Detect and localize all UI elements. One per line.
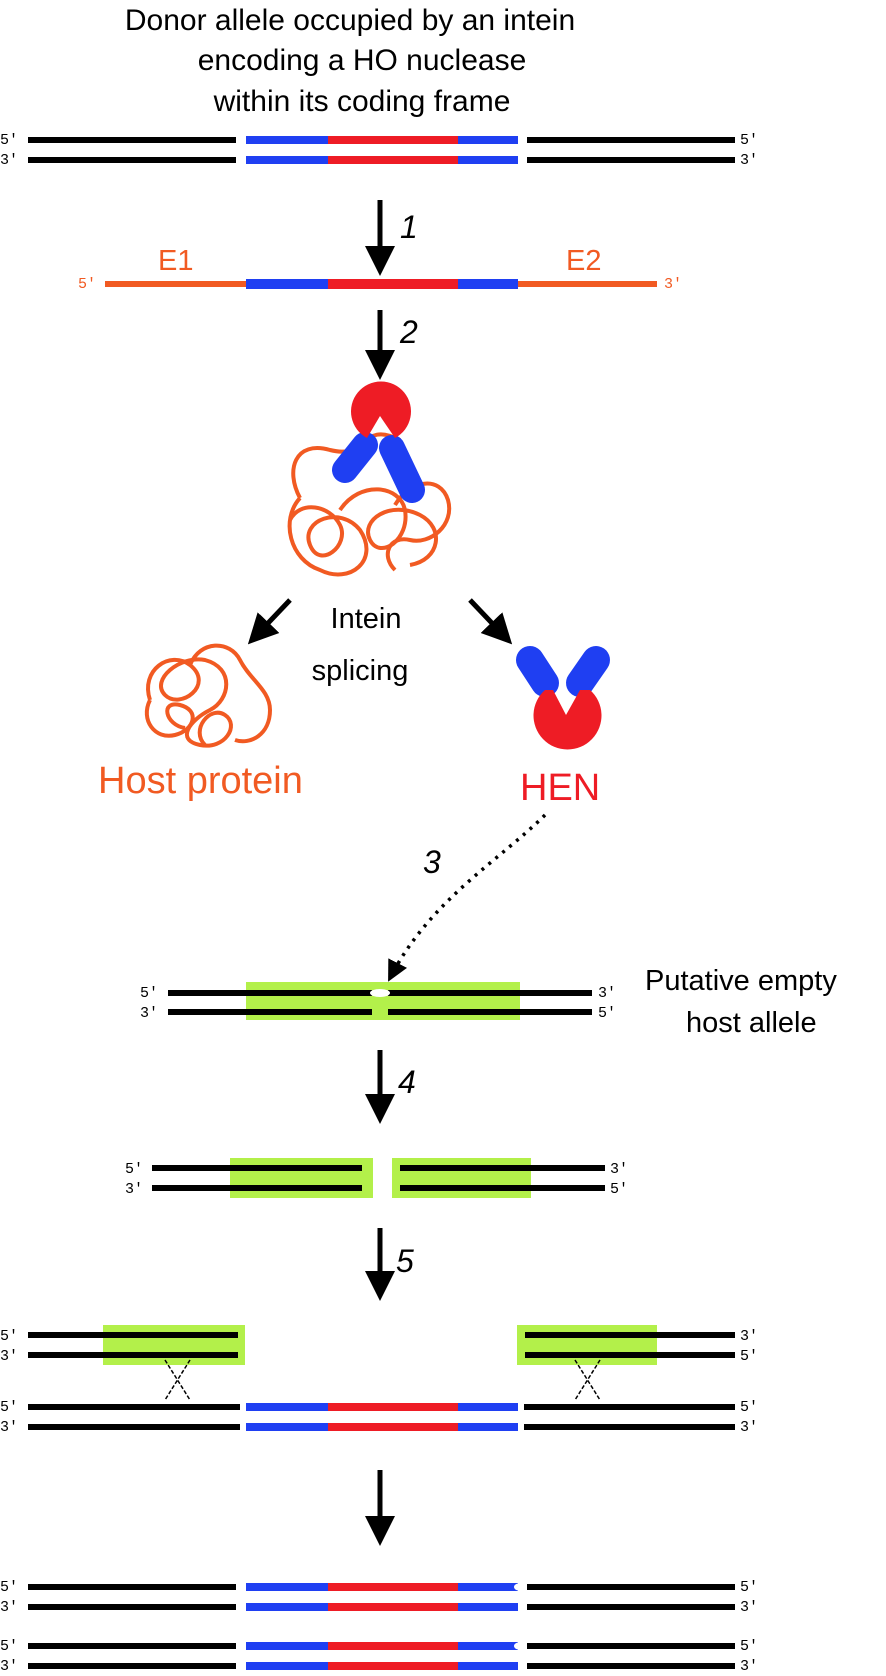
exon-e2-label: E2 [566, 245, 601, 277]
title-line-3: within its coding frame [213, 85, 511, 118]
step-3-number: 3 [423, 844, 441, 880]
end-label-3prime: 3' [125, 1181, 143, 1198]
exon-e1-label: E1 [158, 245, 193, 277]
homology-region [517, 1325, 657, 1365]
end-label-3prime: 3' [740, 1328, 758, 1345]
end-label-5prime: 5' [740, 1579, 758, 1596]
end-label-3prime: 3' [610, 1161, 628, 1178]
splicing-label-line-2: splicing [312, 655, 409, 687]
end-label-5prime: 5' [0, 1399, 18, 1416]
splice-arrow-right [468, 598, 513, 645]
end-label-3prime: 3' [0, 1658, 18, 1675]
end-label-5prime: 5' [0, 1638, 18, 1655]
end-label-5prime: 5' [740, 132, 758, 149]
hen-label: HEN [520, 767, 600, 809]
end-label-3prime: 3' [598, 985, 616, 1002]
step-3-arrow [388, 813, 547, 982]
repaired-site [514, 1642, 528, 1650]
hen-domain [533, 690, 602, 750]
end-label-3prime: 3' [740, 152, 758, 169]
mrna-transcript: 5' 3' E1 E2 [78, 245, 682, 293]
host-polypeptide-coil [146, 657, 233, 748]
intein-domain [332, 432, 378, 483]
empty-allele-label-line-2: host allele [686, 1007, 817, 1039]
intein-domain [566, 646, 610, 697]
end-label-5prime: 5' [78, 276, 96, 293]
end-label-3prime: 3' [0, 1348, 18, 1365]
host-polypeptide-coil [188, 643, 273, 744]
end-label-3prime: 3' [740, 1419, 758, 1436]
intein-domain [516, 646, 559, 697]
final-allele-1: 5' 3' 5' 3' [0, 1579, 758, 1616]
end-label-3prime: 3' [140, 1005, 158, 1022]
host-polypeptide-coil [291, 432, 401, 499]
end-label-3prime: 3' [740, 1599, 758, 1616]
end-label-5prime: 5' [598, 1005, 616, 1022]
empty-allele-label-line-1: Putative empty [645, 965, 837, 997]
splice-arrow-left [247, 598, 292, 645]
homology-region [392, 1158, 531, 1198]
end-label-5prime: 5' [140, 985, 158, 1002]
step-2-number: 2 [399, 314, 418, 350]
host-protein-label: Host protein [98, 760, 303, 802]
end-label-3prime: 3' [0, 152, 18, 169]
hen-domain [351, 381, 412, 438]
end-label-5prime: 5' [0, 132, 18, 149]
empty-host-allele: 5' 3' 3' 5' Putative empty host allele [140, 965, 837, 1039]
homology-region [103, 1325, 245, 1365]
precursor-protein [287, 381, 452, 577]
host-polypeptide-coil [287, 496, 369, 577]
end-label-3prime: 3' [0, 1419, 18, 1436]
donor-allele: 5' 3' 5' 3' [0, 132, 758, 169]
title-line-2: encoding a HO nuclease [198, 44, 527, 77]
end-label-5prime: 5' [0, 1579, 18, 1596]
end-label-5prime: 5' [740, 1399, 758, 1416]
intein-domain [379, 435, 425, 503]
splicing-label-line-1: Intein [331, 603, 402, 635]
end-label-3prime: 3' [0, 1599, 18, 1616]
end-label-3prime: 3' [664, 276, 682, 293]
end-label-5prime: 5' [0, 1328, 18, 1345]
end-label-5prime: 5' [125, 1161, 143, 1178]
cleavage-site [370, 989, 390, 997]
crossover-left [164, 1359, 191, 1401]
end-label-5prime: 5' [740, 1348, 758, 1365]
crossover-right [574, 1359, 601, 1401]
cleaved-host-allele: 5' 3' 3' 5' [125, 1158, 628, 1198]
end-label-5prime: 5' [740, 1638, 758, 1655]
step-5-number: 5 [396, 1243, 414, 1279]
end-label-3prime: 3' [740, 1658, 758, 1675]
title-line-1: Donor allele occupied by an intein [125, 4, 575, 37]
final-allele-2: 5' 3' 5' 3' [0, 1638, 758, 1675]
diagram-title: Donor allele occupied by an intein encod… [125, 4, 575, 118]
host-polypeptide-coil [144, 699, 195, 738]
step-1-number: 1 [400, 209, 418, 245]
host-polypeptide-coil [338, 487, 438, 567]
recombination-step: 5' 3' 3' 5' 5' 3' 5' 3' [0, 1325, 758, 1436]
step-4-number: 4 [398, 1064, 416, 1100]
homology-region [230, 1158, 373, 1198]
end-label-5prime: 5' [610, 1181, 628, 1198]
host-protein: Host protein [98, 643, 303, 802]
hen-protein: HEN [516, 646, 610, 809]
repaired-site [514, 1583, 528, 1591]
